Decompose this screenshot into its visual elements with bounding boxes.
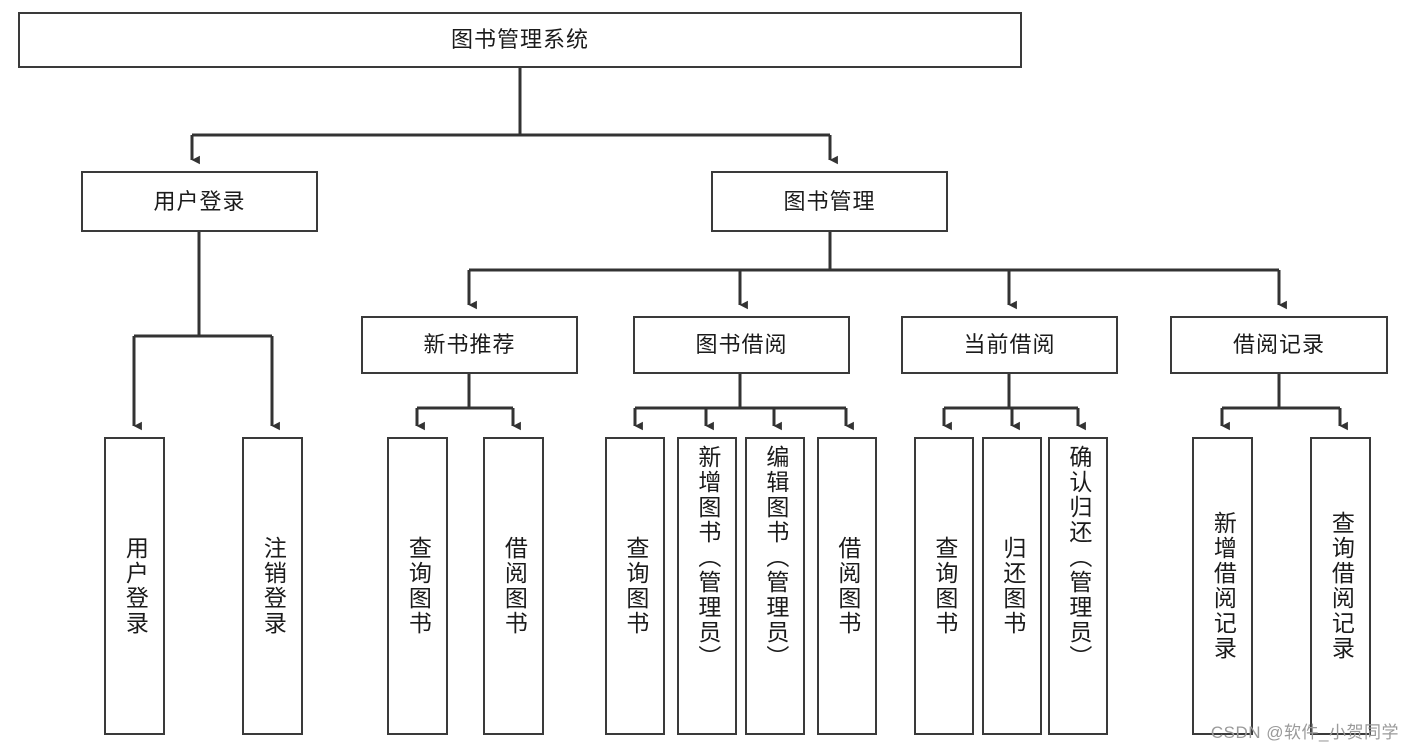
node-leaf-borrow-book-2[interactable]: 借阅图书 bbox=[817, 437, 877, 735]
node-borrow-record-label: 借阅记录 bbox=[1232, 332, 1325, 358]
node-leaf-query-record-label: 查询借阅记录 bbox=[1328, 511, 1355, 661]
node-borrow-record[interactable]: 借阅记录 bbox=[1170, 316, 1388, 374]
node-new-book-rec[interactable]: 新书推荐 bbox=[361, 316, 578, 374]
node-leaf-add-book[interactable]: 新增图书（管理员） bbox=[677, 437, 737, 735]
node-leaf-borrow-book-1-label: 借阅图书 bbox=[501, 536, 528, 636]
node-book-manage-label: 图书管理 bbox=[783, 188, 876, 214]
node-leaf-edit-book[interactable]: 编辑图书（管理员） bbox=[745, 437, 805, 735]
node-leaf-borrow-book-1[interactable]: 借阅图书 bbox=[483, 437, 544, 735]
node-leaf-borrow-book-2-label: 借阅图书 bbox=[834, 536, 861, 636]
node-leaf-confirm-return[interactable]: 确认归还（管理员） bbox=[1048, 437, 1108, 735]
node-leaf-query-book-2-label: 查询图书 bbox=[622, 536, 649, 636]
node-root-label: 图书管理系统 bbox=[450, 27, 589, 53]
node-leaf-query-record[interactable]: 查询借阅记录 bbox=[1310, 437, 1371, 735]
watermark: CSDN @软件_小贺同学 bbox=[1210, 723, 1399, 742]
node-root[interactable]: 图书管理系统 bbox=[18, 12, 1022, 68]
node-book-borrow[interactable]: 图书借阅 bbox=[633, 316, 850, 374]
node-leaf-logout-label: 注销登录 bbox=[260, 536, 287, 636]
node-leaf-query-book-1-label: 查询图书 bbox=[405, 536, 432, 636]
node-leaf-query-book-3[interactable]: 查询图书 bbox=[914, 437, 974, 735]
node-leaf-return-book-label: 归还图书 bbox=[999, 536, 1026, 636]
node-leaf-add-record-label: 新增借阅记录 bbox=[1210, 511, 1237, 661]
node-new-book-rec-label: 新书推荐 bbox=[423, 332, 516, 358]
node-leaf-query-book-3-label: 查询图书 bbox=[931, 536, 958, 636]
node-book-manage[interactable]: 图书管理 bbox=[711, 171, 948, 232]
node-leaf-user-login-label: 用户登录 bbox=[122, 536, 149, 636]
node-user-login-label: 用户登录 bbox=[153, 188, 246, 214]
node-leaf-confirm-return-label: 确认归还（管理员） bbox=[1065, 445, 1092, 670]
node-leaf-add-record[interactable]: 新增借阅记录 bbox=[1192, 437, 1253, 735]
node-leaf-add-book-label: 新增图书（管理员） bbox=[694, 445, 721, 670]
node-leaf-return-book[interactable]: 归还图书 bbox=[982, 437, 1042, 735]
node-leaf-query-book-2[interactable]: 查询图书 bbox=[605, 437, 665, 735]
node-leaf-logout[interactable]: 注销登录 bbox=[242, 437, 303, 735]
node-user-login[interactable]: 用户登录 bbox=[81, 171, 318, 232]
node-current-borrow-label: 当前借阅 bbox=[963, 332, 1056, 358]
node-leaf-query-book-1[interactable]: 查询图书 bbox=[387, 437, 448, 735]
node-leaf-user-login[interactable]: 用户登录 bbox=[104, 437, 165, 735]
node-current-borrow[interactable]: 当前借阅 bbox=[901, 316, 1118, 374]
node-book-borrow-label: 图书借阅 bbox=[695, 332, 788, 358]
node-leaf-edit-book-label: 编辑图书（管理员） bbox=[762, 445, 789, 670]
